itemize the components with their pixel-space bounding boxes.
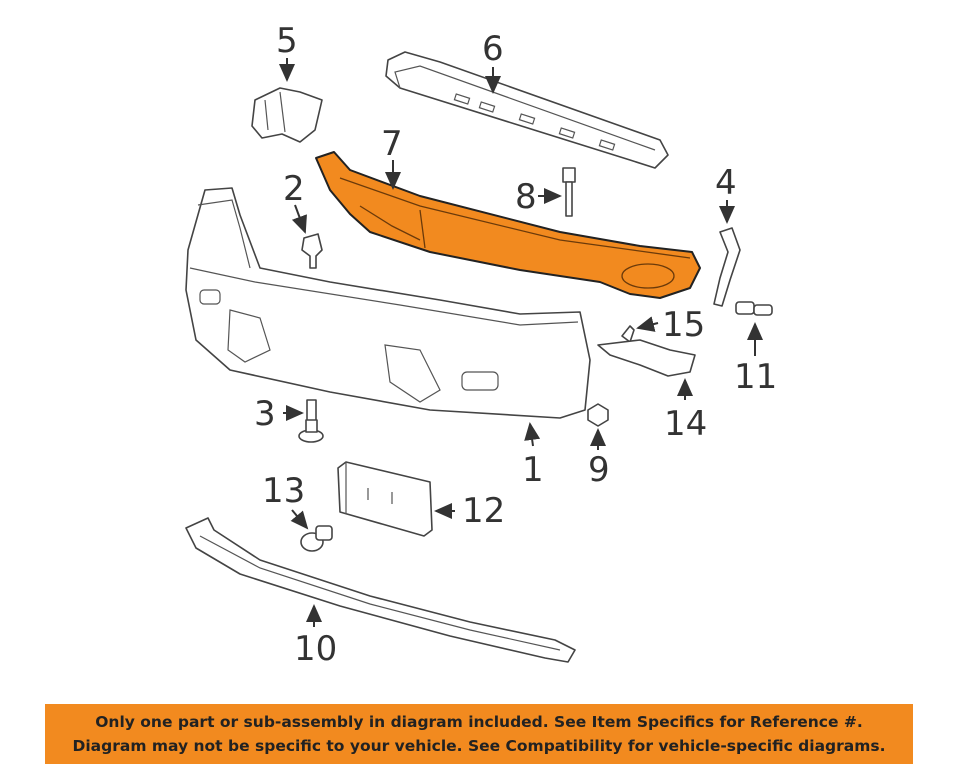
callout-7: 7 [381, 124, 403, 164]
callout-9: 9 [588, 450, 610, 490]
part-13-fastener [300, 525, 333, 552]
part-1-bumper-cover [185, 187, 591, 419]
disclaimer-line-1: Only one part or sub-assembly in diagram… [95, 713, 863, 731]
part-14-bracket [597, 339, 696, 377]
callout-5: 5 [276, 21, 298, 61]
callout-1: 1 [522, 450, 544, 490]
callout-8: 8 [515, 177, 537, 217]
part-9-nut [587, 403, 609, 427]
callout-4: 4 [715, 163, 737, 203]
callout-10: 10 [294, 629, 337, 669]
part-10-lower-molding [185, 517, 576, 663]
callout-15: 15 [662, 305, 705, 345]
callout-3: 3 [254, 394, 276, 434]
part-7-absorber-highlighted [315, 151, 701, 299]
part-3-pushpin [298, 399, 324, 443]
disclaimer-banner: Only one part or sub-assembly in diagram… [45, 704, 913, 764]
callout-6: 6 [482, 29, 504, 69]
part-6-reinforcement [385, 51, 669, 169]
part-15-clip [621, 325, 635, 343]
part-8-bolt [562, 167, 576, 217]
disclaimer-line-2: Diagram may not be specific to your vehi… [72, 737, 886, 755]
callout-2: 2 [283, 169, 305, 209]
callout-12: 12 [462, 491, 505, 531]
highlighted-part-shape [315, 151, 701, 299]
part-11-fastener [735, 301, 773, 316]
part-12-license-bracket [337, 461, 433, 537]
leader-lines [279, 58, 763, 627]
callout-11: 11 [734, 357, 777, 397]
callout-14: 14 [664, 404, 707, 444]
part-2-clip [301, 233, 323, 269]
part-5-bracket [251, 87, 323, 143]
callout-13: 13 [262, 471, 305, 511]
part-4-bracket [713, 227, 741, 307]
